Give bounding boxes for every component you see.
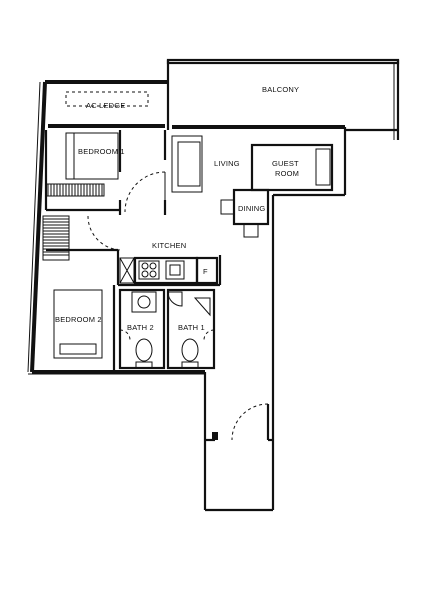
ac-ledge-label: AC LEDGE	[86, 101, 126, 110]
wardrobe-bedroom-2	[42, 215, 70, 261]
outer-walls	[27, 58, 400, 512]
living-room: LIVING	[163, 130, 240, 215]
bedroom-2-label: BEDROOM 2	[55, 315, 102, 324]
guest-room-label-1: GUEST	[272, 159, 299, 168]
guest-room: GUEST ROOM	[250, 143, 334, 192]
bedroom-2: BEDROOM 2	[53, 285, 116, 372]
guest-room-label-2: ROOM	[275, 169, 299, 178]
kitchen: F KITCHEN	[46, 215, 222, 287]
living-label: LIVING	[214, 159, 240, 168]
bedroom-1-label: BEDROOM 1	[78, 147, 125, 156]
fridge	[195, 256, 219, 285]
fridge-label: F	[203, 267, 208, 276]
bedroom-1: BEDROOM 1	[44, 130, 166, 215]
bath-2: BATH 2	[118, 288, 166, 370]
ac-ledge: AC LEDGE	[48, 91, 165, 128]
dining-chair	[243, 223, 259, 238]
toilet-bath-2	[135, 338, 153, 369]
bath-1: BATH 1	[119, 288, 216, 370]
bath-1-label: BATH 1	[178, 323, 205, 332]
balcony-label: BALCONY	[262, 85, 299, 94]
sofa	[171, 135, 203, 193]
bath-2-label: BATH 2	[127, 323, 154, 332]
toilet-bath-1	[181, 338, 199, 369]
kitchen-sink	[165, 260, 185, 280]
dining-chair	[220, 199, 235, 215]
entrance-door	[212, 403, 270, 441]
bed-bedroom-2	[53, 289, 103, 359]
shower-bath-1	[167, 291, 183, 307]
basin-bath-2	[131, 291, 157, 313]
wardrobe-bedroom-1	[45, 183, 105, 197]
bed-guest-room	[315, 148, 331, 186]
kitchen-label: KITCHEN	[152, 241, 186, 250]
dining-area: DINING	[220, 188, 270, 238]
stove-hob	[138, 260, 160, 280]
dining-label: DINING	[238, 204, 265, 213]
